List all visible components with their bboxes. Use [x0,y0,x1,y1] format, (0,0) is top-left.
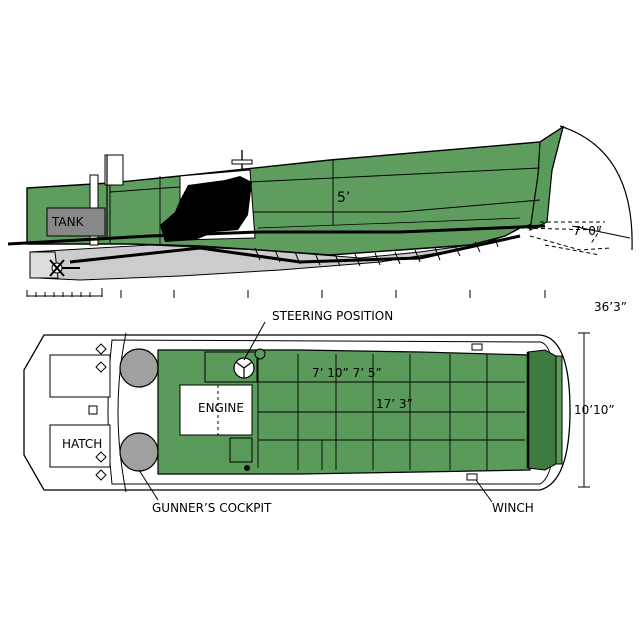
hatch-label: HATCH [62,437,102,451]
bollard-1 [95,343,107,355]
ramp-swing-arc [559,125,633,251]
beam-label: 10’10” [574,403,615,417]
steering-wheel-icon [233,357,255,379]
steering-label: STEERING POSITION [272,309,393,323]
keel-rail [7,224,546,246]
depth-label: 5’ [337,190,350,206]
rudder [29,251,59,279]
bow-fitting [471,343,483,351]
engine-compartment [179,384,253,436]
tank-label: TANK [51,215,85,229]
hull-side [26,125,565,256]
gunner-leader [138,469,159,501]
cargo-dims-label: 7’ 10” 7’ 5” [312,366,382,380]
propeller-icon [49,259,80,277]
control-box-lower [229,437,253,463]
gunner-cockpit-starboard [119,432,159,472]
bow-ramp-plan [527,349,557,471]
cargo-well-grid [257,354,525,470]
gun-mount [104,154,124,186]
ramp-end [555,355,563,465]
hatch-hinge-icon [88,405,98,415]
tank-box [46,207,106,237]
winch-label: WINCH [492,501,534,515]
cargo-length-label: 17’ 3” [376,397,413,411]
gunner-cockpit-port [119,348,159,388]
gunner-label: GUNNER’S COCKPIT [152,501,272,515]
hull-chine-line [250,199,541,213]
bollard-3 [95,451,107,463]
deck-fitting [254,348,266,360]
ramp-length-label: 7’ 0” [573,224,602,238]
bollard-2 [95,361,107,373]
ramp-dimension-line [571,225,631,239]
top-view: HATCH ENGINE [23,309,615,515]
engine-label: ENGINE [198,401,244,415]
bollard-4 [95,469,107,481]
winch-fitting [466,473,478,481]
hull-ribbing [254,237,499,267]
scale-rule [26,288,546,298]
side-view: TANK 5’ 7’ 0” [7,125,633,314]
ramp-down-dashed [519,221,611,256]
stern-hatch-upper [49,354,111,398]
steering-leader [243,321,266,361]
hull-rib-line [257,217,521,229]
engine-block [160,176,252,242]
antenna-base [231,159,253,165]
keel-rail-lower [69,234,521,264]
bilge-pump [244,465,250,471]
winch-leader [475,479,493,503]
overall-length-label: 36’3” [594,300,627,314]
transom-line [117,332,127,493]
